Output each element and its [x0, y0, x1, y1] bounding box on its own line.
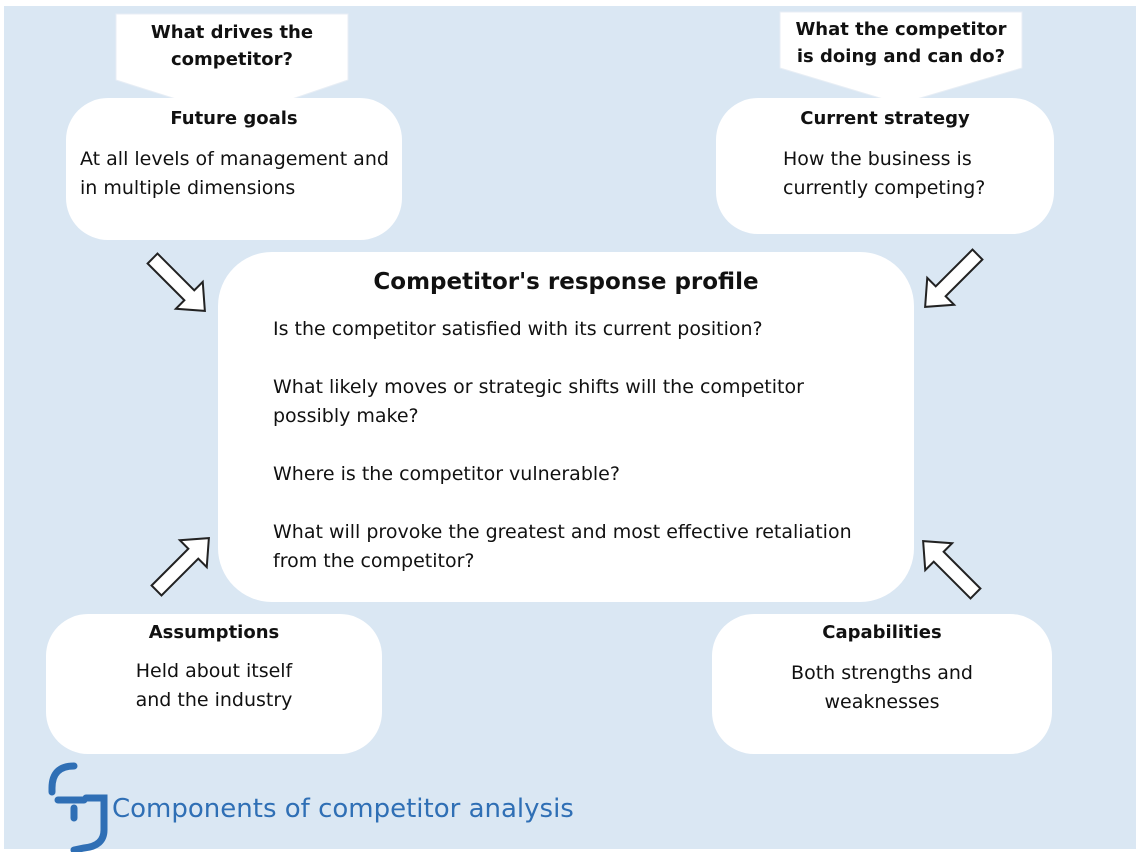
future-goals-title: Future goals: [170, 108, 298, 129]
response-profile-box: Competitor's response profile Is the com…: [218, 252, 914, 602]
future-goals-description: At all levels of management and in multi…: [80, 148, 389, 199]
arrow-future-to-profile: [146, 252, 206, 312]
arrow-strategy-to-profile: [924, 248, 984, 308]
assumptions-box: Assumptions Held about itself and the in…: [46, 614, 382, 754]
assumptions-description: Held about itself and the industry: [135, 660, 293, 711]
current-strategy-box: Current strategy How the business is cur…: [716, 98, 1054, 234]
arrow-assumptions-to-profile: [150, 537, 210, 597]
capabilities-description: Both strengths and weaknesses: [791, 662, 973, 713]
logo-icon: [48, 762, 108, 852]
profile-question-4: What will provoke the greatest and most …: [273, 521, 852, 572]
capabilities-box: Capabilities Both strengths and weakness…: [712, 614, 1052, 754]
assumptions-title: Assumptions: [148, 622, 280, 643]
top-right-down-arrow: [779, 11, 1023, 105]
capabilities-title: Capabilities: [822, 622, 942, 643]
current-strategy-description: How the business is currently competing?: [783, 148, 986, 199]
top-right-arrow-label: What the competitor is doing and can do?: [795, 19, 1007, 67]
arrow-capabilities-to-profile: [922, 540, 982, 600]
profile-question-2: What likely moves or strategic shifts wi…: [273, 376, 804, 427]
profile-question-3: Where is the competitor vulnerable?: [273, 463, 620, 485]
profile-question-1: Is the competitor satisfied with its cur…: [273, 318, 763, 340]
top-left-arrow-label: What drives the competitor?: [150, 22, 314, 70]
diagram-caption: Components of competitor analysis: [112, 794, 574, 824]
current-strategy-title: Current strategy: [800, 108, 970, 129]
response-profile-title: Competitor's response profile: [373, 269, 759, 295]
future-goals-box: Future goals At all levels of management…: [66, 98, 402, 240]
